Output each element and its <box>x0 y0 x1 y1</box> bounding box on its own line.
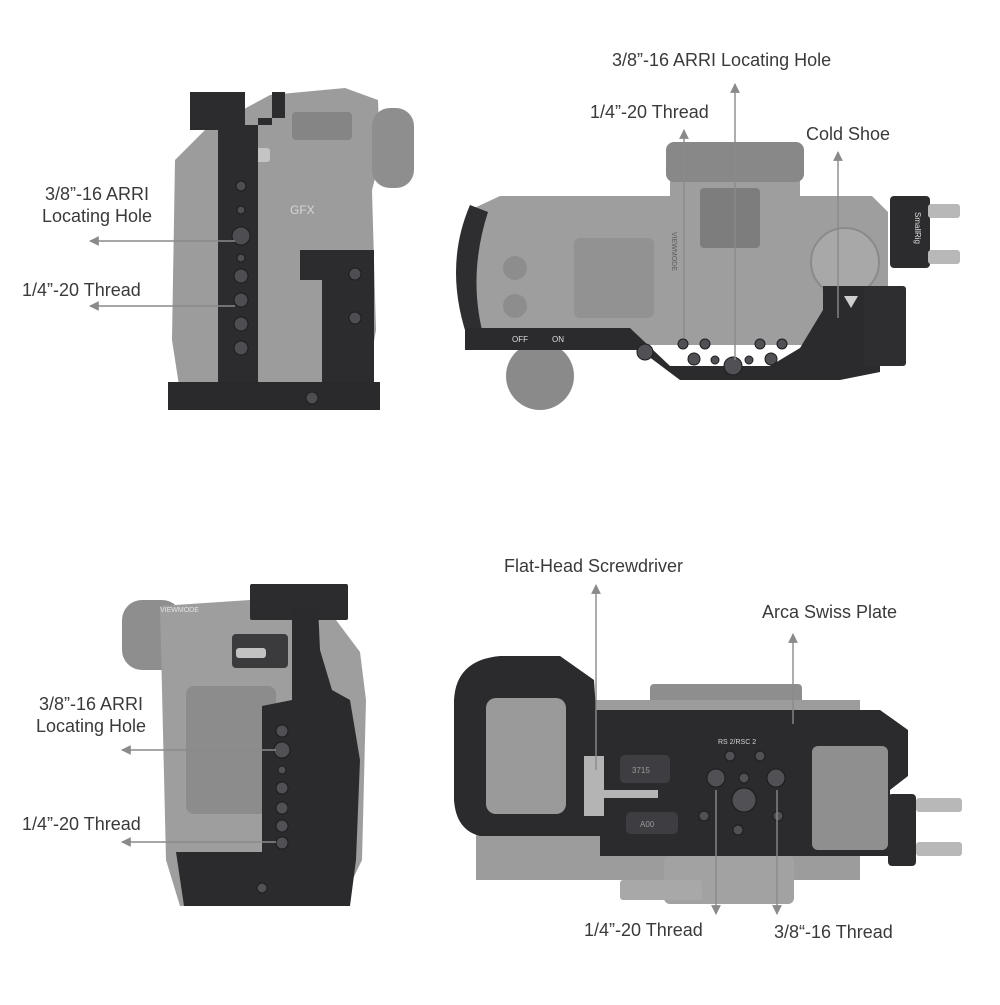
callout-top-thread: 1/4”-20 Thread <box>590 102 709 122</box>
cage-top: SmallRig OFF ON <box>456 196 960 380</box>
viewmode-text: VIEWMODE <box>670 232 677 271</box>
port-label-b: A00 <box>640 820 655 829</box>
view-top: VIEWMODE SmallRig OFF ON <box>456 83 960 410</box>
view-bottom: 3715 A00 RS 2/RSC 2 <box>454 584 962 915</box>
callout-bottom-thread-quarter: 1/4”-20 Thread <box>584 920 703 940</box>
callout-side-left-thread: 1/4”-20 Thread <box>22 280 141 300</box>
thread-holes-left <box>231 180 362 405</box>
rs-label: RS 2/RSC 2 <box>718 739 756 746</box>
on-label: ON <box>552 335 564 344</box>
callout-top-arri: 3/8”-16 ARRI Locating Hole <box>612 50 832 70</box>
view-right-side: VIEWMODE <box>121 584 366 906</box>
battery-door <box>486 698 566 814</box>
thread-holes-right <box>256 724 291 894</box>
camera-body-top: VIEWMODE <box>470 142 888 410</box>
callout-top-cold-shoe: Cold Shoe <box>806 124 891 144</box>
lens-dial <box>506 342 574 410</box>
callout-bottom-thread-threeeighths: 3/8“-16 Thread <box>774 922 893 942</box>
thread-holes-bottom <box>698 750 786 836</box>
hot-shoe-mount <box>700 188 760 248</box>
off-label: OFF <box>512 335 528 344</box>
gfx-logo: GFX <box>290 203 315 217</box>
smallrig-logo: SmallRig <box>913 212 922 244</box>
cold-shoe <box>864 286 906 366</box>
cage-left <box>168 92 380 410</box>
smallrig-clamp <box>890 196 930 268</box>
callout-side-right-arri: 3/8”-16 ARRI Locating Hole <box>35 694 147 736</box>
callout-side-left-arri: 3/8”-16 ARRI Locating Hole <box>41 184 153 226</box>
eyecup <box>372 108 414 188</box>
thread-holes-top <box>636 338 788 376</box>
flat-head-screwdriver <box>584 756 658 816</box>
cage-right <box>176 584 360 906</box>
mode-dial <box>810 227 880 297</box>
camera-body-left: GFX <box>172 88 414 392</box>
callout-bottom-arca: Arca Swiss Plate <box>762 602 898 622</box>
port-label-a: 3715 <box>632 766 650 775</box>
cage-bottom: 3715 A00 RS 2/RSC 2 <box>454 656 962 866</box>
view-left-side: GFX <box>89 88 414 410</box>
callout-bottom-screwdriver: Flat-Head Screwdriver <box>504 556 684 576</box>
viewmode-text-side: VIEWMODE <box>160 607 199 614</box>
callout-side-right-thread: 1/4”-20 Thread <box>22 814 141 834</box>
